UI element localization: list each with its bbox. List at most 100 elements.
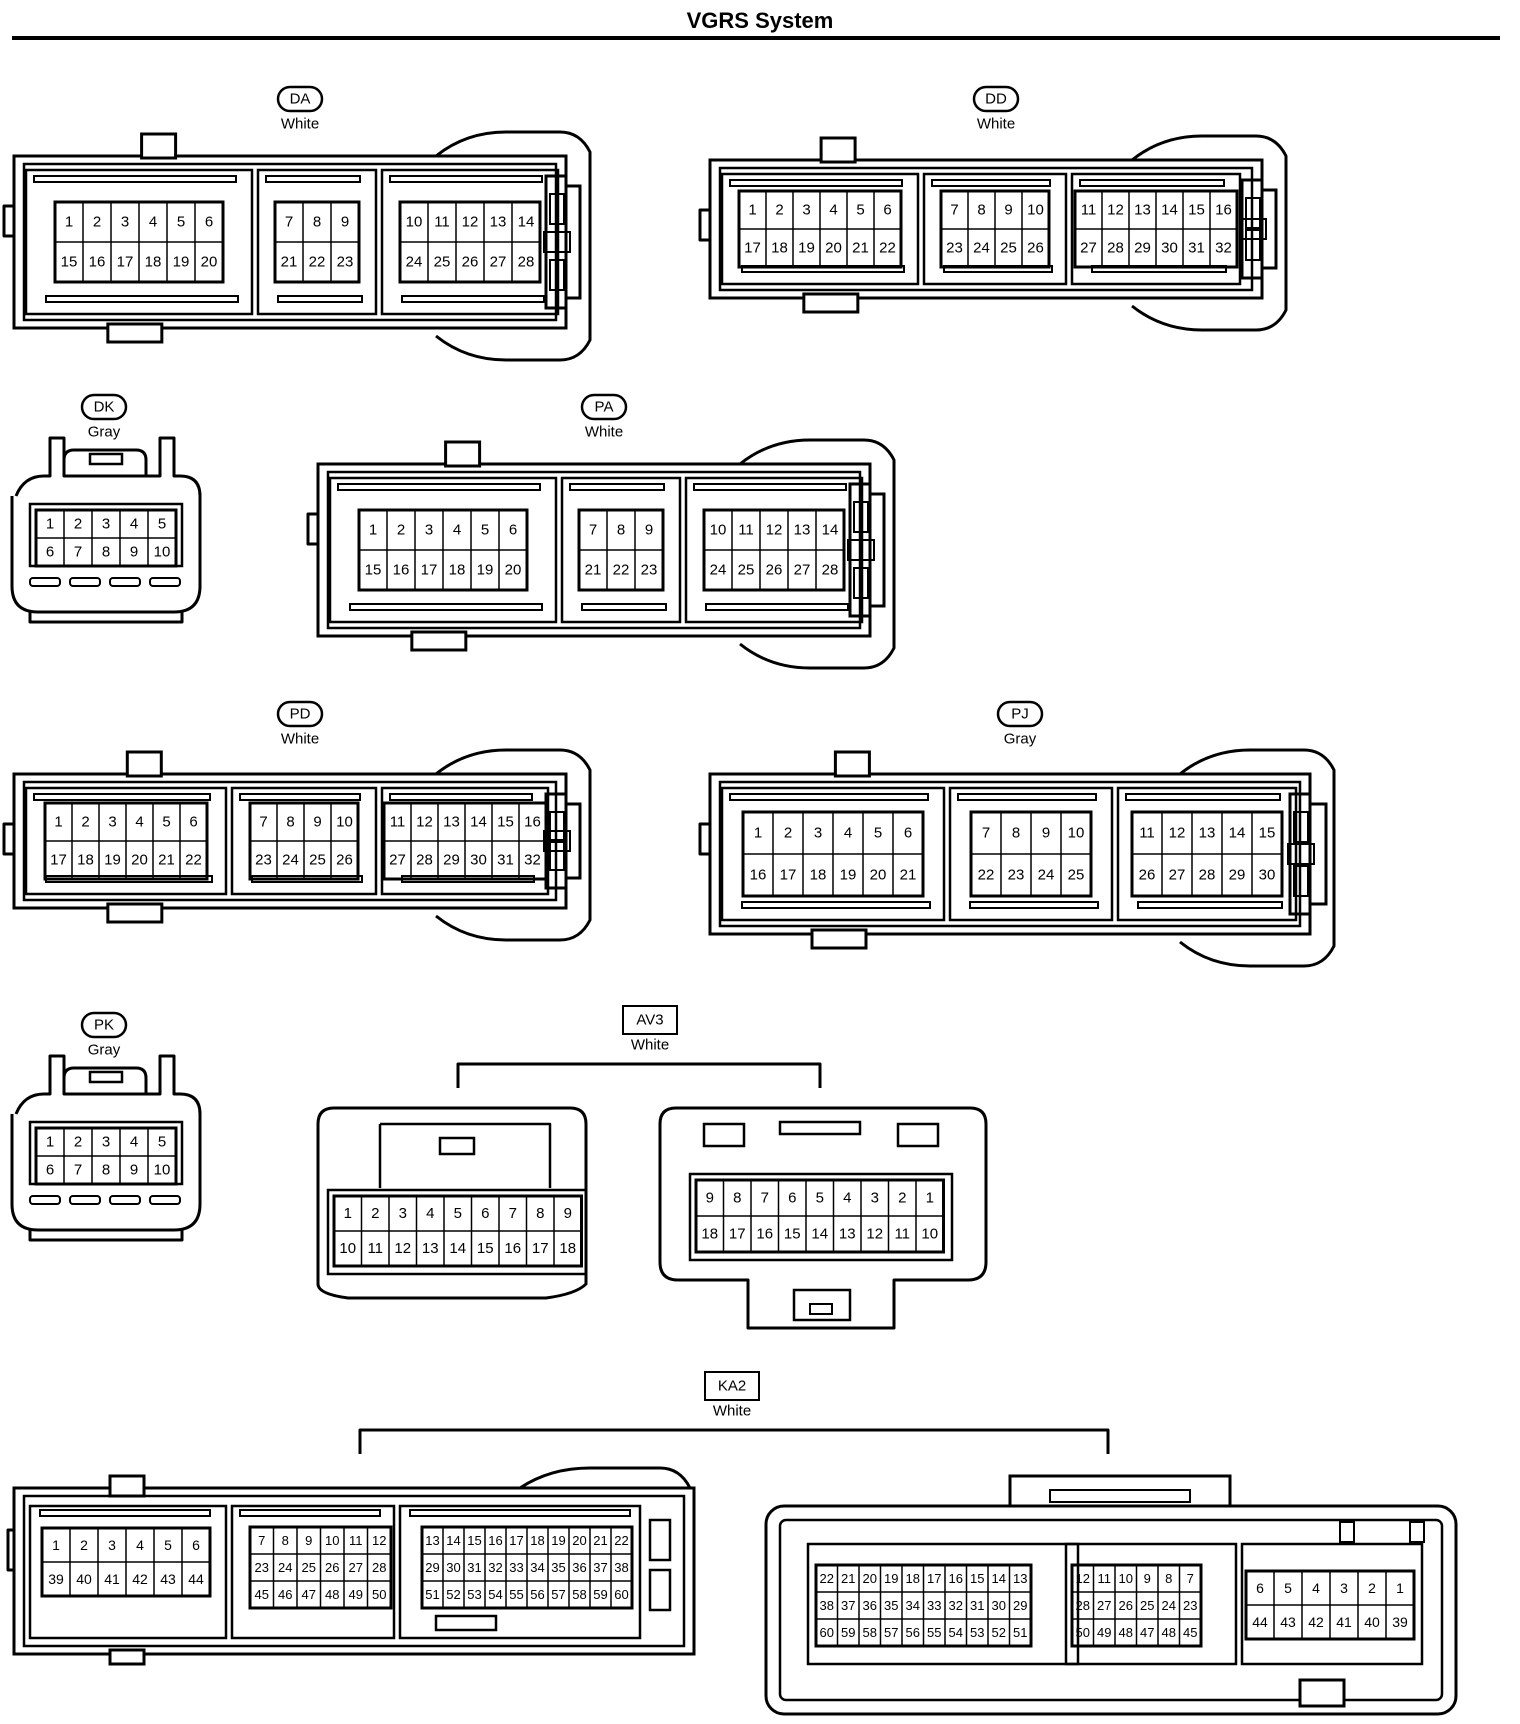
pin-number: 26	[325, 1560, 339, 1575]
pin-number: 3	[108, 814, 116, 831]
housing-slot	[239, 1509, 381, 1517]
pin-number: 28	[518, 254, 535, 271]
housing-slot	[39, 1509, 211, 1517]
housing-slot	[33, 175, 237, 183]
pin-number: 23	[255, 1560, 269, 1575]
pin-number: 28	[416, 852, 433, 869]
pin-number: 17	[744, 240, 761, 257]
pin-number: 10	[1119, 1571, 1133, 1586]
pin-number: 30	[992, 1598, 1006, 1613]
pin-number: 32	[1215, 240, 1232, 257]
pin-number: 12	[1076, 1571, 1090, 1586]
pin-number: 38	[614, 1560, 628, 1575]
pin-number: 28	[1199, 867, 1216, 884]
pin-number: 32	[949, 1598, 963, 1613]
pin-number: 8	[313, 214, 321, 231]
housing-slot	[1079, 179, 1225, 187]
pin-number: 3	[425, 522, 433, 539]
connector-tag-frame	[996, 700, 1044, 728]
pin-number: 9	[564, 1205, 572, 1222]
pin-number: 5	[164, 1537, 172, 1553]
latch-window	[1293, 865, 1309, 897]
pin-number: 5	[816, 1190, 824, 1207]
pin-number: 25	[1068, 867, 1085, 884]
pin-number: 17	[421, 562, 438, 579]
connector-color: White	[631, 1037, 669, 1054]
housing-slot	[149, 1195, 181, 1205]
pin-number: 10	[710, 522, 727, 539]
housing-slot	[693, 483, 847, 491]
pin-number: 18	[810, 867, 827, 884]
latch-hood	[435, 748, 592, 942]
pin-number: 26	[336, 852, 353, 869]
housing-outline	[316, 1106, 588, 1300]
pin-number: 36	[863, 1598, 877, 1613]
latch-window	[1287, 843, 1315, 865]
pin-number: 1	[65, 214, 73, 231]
latch-hood	[1131, 134, 1288, 332]
pin-bay	[688, 1172, 954, 1262]
pin-number: 37	[593, 1560, 607, 1575]
pin-number: 4	[135, 814, 143, 831]
pin-number: 17	[729, 1226, 746, 1243]
pin-number: 6	[189, 814, 197, 831]
connector-code: PJ	[1011, 706, 1029, 723]
pin-number: 22	[879, 240, 896, 257]
latch-hood	[1179, 748, 1336, 968]
pin-number: 25	[1140, 1598, 1154, 1613]
pin-number: 18	[449, 562, 466, 579]
pin-number: 3	[1340, 1580, 1348, 1596]
pin-number: 6	[883, 202, 891, 219]
latch-hood	[435, 130, 592, 362]
pin-number: 5	[481, 522, 489, 539]
pin-bay	[328, 476, 558, 624]
pin-number: 48	[1162, 1625, 1176, 1640]
connector-tag-frame	[622, 1005, 678, 1035]
latch-window	[1409, 1521, 1425, 1543]
pin-number: 38	[820, 1598, 834, 1613]
housing-slot	[389, 175, 543, 183]
pin-number: 20	[870, 867, 887, 884]
pin-number: 22	[978, 867, 995, 884]
pin-number: 11	[738, 522, 754, 539]
pin-number: 58	[572, 1587, 586, 1602]
pin-number: 11	[349, 1533, 363, 1548]
pin-number: 26	[1119, 1598, 1133, 1613]
pin-number: 13	[1199, 825, 1216, 842]
connector-code: PA	[595, 399, 614, 416]
pin-number: 32	[524, 852, 541, 869]
pin-number: 26	[1139, 867, 1156, 884]
latch-window	[1245, 229, 1261, 261]
connector-color: Gray	[88, 1042, 121, 1059]
pin-number: 11	[1081, 202, 1097, 219]
pin-number: 3	[102, 1134, 110, 1151]
latch-arm	[1260, 188, 1278, 270]
bottom-tab	[106, 902, 164, 924]
pin-number: 8	[102, 1162, 110, 1179]
base-rail	[28, 1230, 184, 1242]
top-tab	[125, 750, 163, 778]
housing-slot	[1125, 793, 1281, 801]
pin-number: 28	[1107, 240, 1124, 257]
bottom-tab	[810, 928, 868, 950]
pin-number: 4	[426, 1205, 434, 1222]
pin-number: 53	[970, 1625, 984, 1640]
pin-number: 10	[154, 1162, 171, 1179]
pin-number: 20	[131, 852, 148, 869]
pin-number: 7	[285, 214, 293, 231]
pin-number: 27	[389, 852, 406, 869]
bottom-tab	[792, 1288, 852, 1322]
pin-number: 7	[1187, 1571, 1194, 1586]
pin-number: 8	[617, 522, 625, 539]
housing-slot	[45, 295, 239, 303]
pin-number: 24	[973, 240, 990, 257]
pin-number: 57	[884, 1625, 898, 1640]
pin-number: 13	[794, 522, 811, 539]
pin-bay	[24, 786, 228, 896]
latch-arm	[1308, 802, 1328, 906]
pin-number: 59	[593, 1587, 607, 1602]
pin-bay	[24, 168, 254, 316]
pin-number: 19	[551, 1533, 565, 1548]
